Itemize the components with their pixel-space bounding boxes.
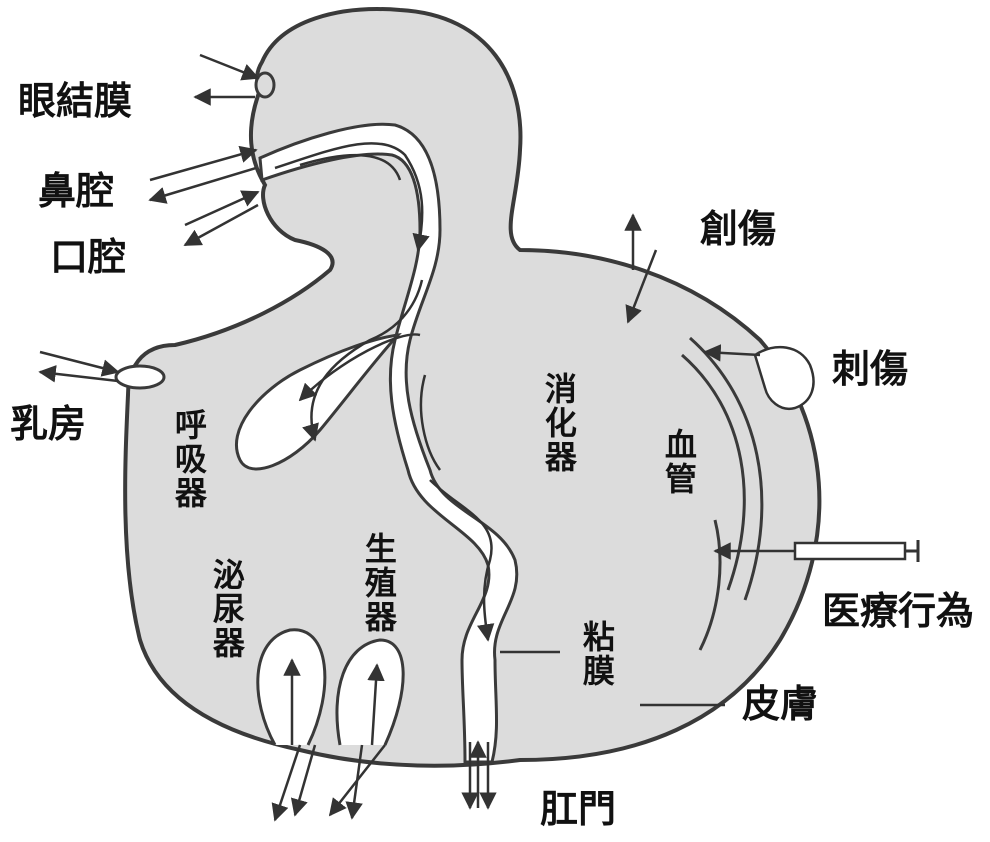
mouth-arrow-out bbox=[185, 205, 258, 245]
nose-arrow-out bbox=[150, 168, 256, 200]
label-anus: 肛門 bbox=[540, 790, 616, 828]
label-blood-vessel: 血管 bbox=[660, 428, 696, 496]
label-digestive: 消化器 bbox=[540, 372, 576, 474]
label-oral-cavity: 口腔 bbox=[50, 238, 126, 276]
nipple bbox=[116, 366, 164, 388]
mouth-arrow-in bbox=[185, 192, 258, 225]
label-wound: 創傷 bbox=[700, 210, 776, 248]
label-breast: 乳房 bbox=[10, 405, 86, 443]
label-respiratory: 呼吸器 bbox=[170, 408, 206, 510]
label-stab-wound: 刺傷 bbox=[832, 350, 908, 388]
label-medical-procedure: 医療行為 bbox=[822, 592, 974, 630]
label-mucosa: 粘膜 bbox=[578, 620, 614, 688]
eye-nub bbox=[256, 73, 274, 97]
breast-arrow-in bbox=[40, 352, 118, 372]
label-nasal-cavity: 鼻腔 bbox=[38, 172, 114, 210]
label-urinary: 泌尿器 bbox=[208, 558, 244, 660]
label-conjunctiva: 眼結膜 bbox=[18, 82, 132, 120]
breast-arrow-out bbox=[40, 372, 118, 381]
label-skin: 皮膚 bbox=[742, 685, 818, 723]
label-reproductive: 生殖器 bbox=[360, 532, 396, 634]
nose-arrow-in bbox=[150, 150, 256, 180]
eye-arrow-in bbox=[200, 55, 258, 78]
